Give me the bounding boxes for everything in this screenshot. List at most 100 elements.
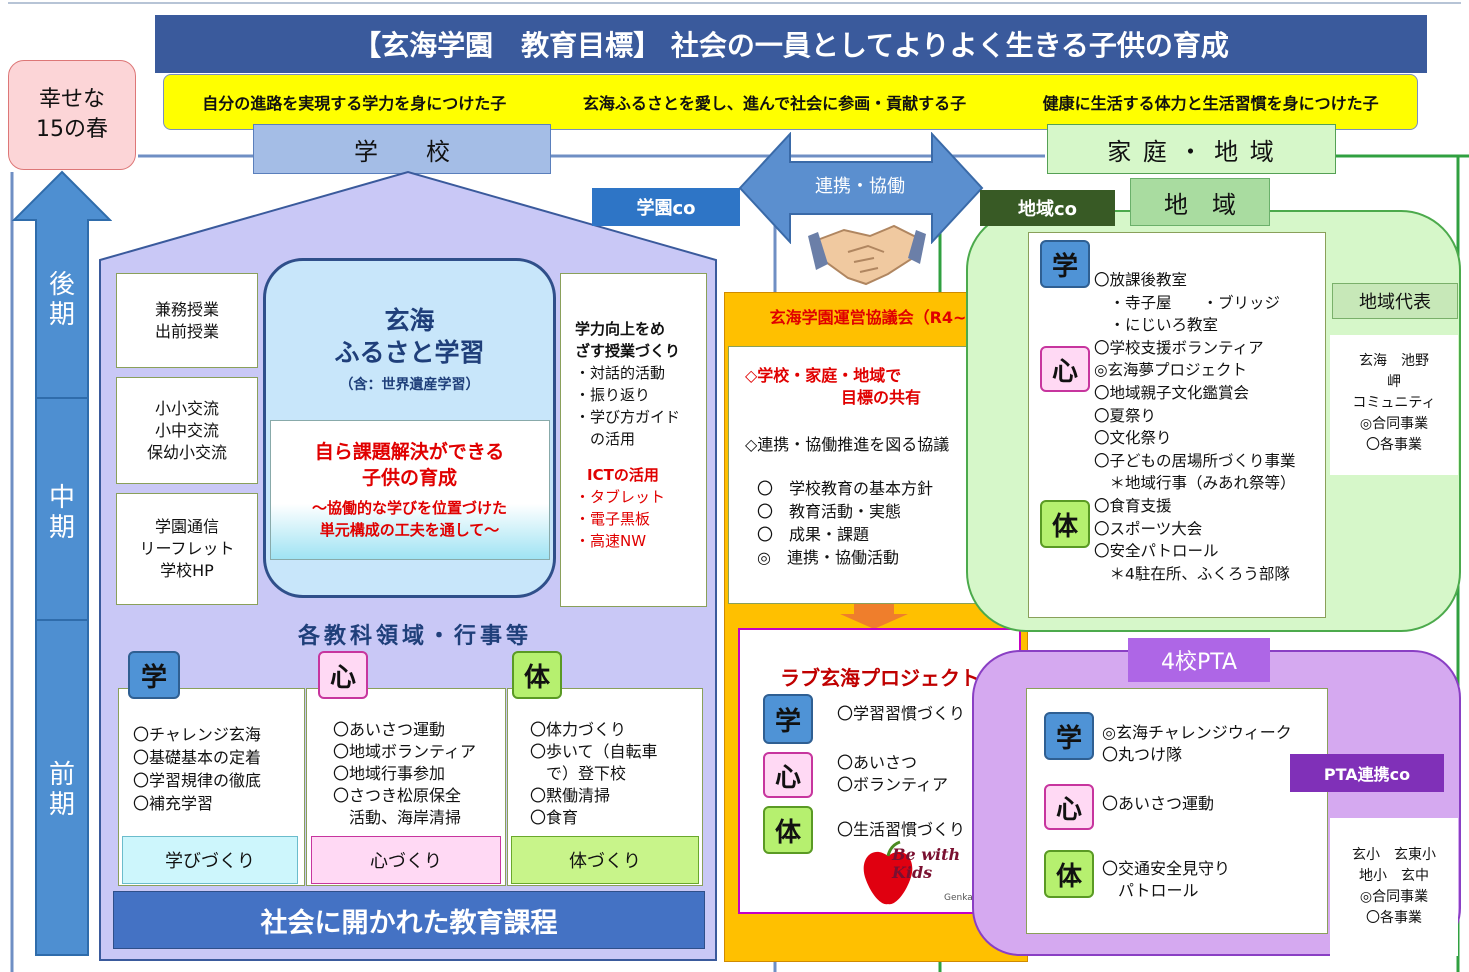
pta-co-label: PTA連携co	[1290, 754, 1444, 792]
love-badge-learn-text: 学	[774, 706, 801, 737]
region-item: 〇夏祭り	[1094, 406, 1157, 425]
gakuen-co-label: 学園co	[592, 188, 740, 226]
furusato-sub: （含：世界遺産学習）	[339, 377, 480, 393]
region-badge-body: 体	[1040, 500, 1090, 548]
pta-badge-learn-text: 学	[1055, 723, 1082, 754]
home-header-label: 家 庭 ・ 地 域	[1107, 137, 1276, 166]
pta-badge-body: 体	[1044, 850, 1094, 898]
banner-title: 【玄海学園 教育目標】 社会の一員としてよりよく生きる子供の育成	[353, 29, 1229, 62]
region-badge-heart: 心	[1040, 346, 1090, 392]
region-item: ・にじいろ教室	[1094, 316, 1219, 335]
region-activities-box: 〇放課後教室 ・寺子屋 ・ブリッジ ・にじいろ教室 〇学校支援ボランティア ◎玄…	[1028, 232, 1326, 618]
council-title: 玄海学園運営協議会（R4~）	[727, 295, 1025, 337]
badge-body: 体	[512, 651, 562, 699]
column-heart-item: 〇地域ボランティア	[333, 742, 477, 761]
academic-box: 学力向上をめ ざす授業づくり ・対話的活動 ・振り返り ・学び方ガイド の活用 …	[560, 273, 707, 607]
column-learn-item: 〇チャレンジ玄海	[133, 725, 261, 744]
academic-title: 学力向上をめ ざす授業づくり	[575, 320, 681, 360]
column-heart-footer: 心づくり	[311, 836, 501, 884]
column-body-item: 〇黙働清掃	[530, 786, 611, 805]
pta-row-heart: 〇あいさつ運動	[1102, 794, 1215, 813]
badge-heart-text: 心	[329, 662, 356, 693]
love-badge-body: 体	[763, 806, 813, 854]
badge-learn-text: 学	[140, 662, 167, 693]
school-box-exchange: 小小交流 小中交流 保幼小交流	[116, 377, 258, 484]
furusato-inner-title: 自ら課題解決ができる 子供の育成	[314, 441, 505, 489]
academic-item: の活用	[575, 430, 636, 448]
column-body-item: 〇体力づくり	[530, 720, 627, 739]
column-learn-footer: 学びづくり	[122, 836, 298, 884]
gakuen-co-text: 学園co	[636, 198, 696, 219]
council-item: 〇 教育活動・実態	[757, 502, 902, 521]
region-item: 〇子どもの居場所づくり事業	[1094, 451, 1296, 470]
chiiki-co-text: 地域co	[1017, 199, 1078, 220]
region-rep-body-text: 玄海 池野 岬 コミュニティ ◎合同事業 〇各事業	[1352, 353, 1436, 453]
council-point1: ◇学校・家庭・地域で 目標の共有	[745, 366, 922, 407]
region-item: ・寺子屋 ・ブリッジ	[1094, 293, 1281, 312]
column-learn-item: 〇補充学習	[133, 794, 214, 813]
school-box-joint-class-text: 兼務授業 出前授業	[154, 299, 219, 341]
academic-item: ・振り返り	[575, 386, 651, 404]
chiiki-tab: 地 域	[1130, 178, 1270, 226]
region-item: 〇学校支援ボランティア	[1094, 338, 1264, 357]
school-box-newsletter: 学園通信 リーフレット 学校HP	[116, 493, 258, 605]
goal-3: 健康に生活する体力と生活習慣を身につけた子	[1042, 94, 1379, 113]
region-item: 〇地域親子文化鑑賞会	[1094, 383, 1250, 402]
love-badge-learn: 学	[763, 694, 813, 744]
column-body-list: 〇体力づくり 〇歩いて（自転車 で）登下校 〇黙働清掃 〇食育	[530, 719, 658, 829]
down-arrow-icon	[840, 604, 908, 629]
love-row-heart: 〇あいさつ 〇ボランティア	[837, 753, 949, 794]
council-item: ◎ 連携・協働活動	[757, 548, 899, 567]
column-body-footer-text: 体づくり	[569, 851, 641, 872]
column-body-item: 〇歩いて（自転車	[530, 742, 658, 761]
school-header: 学 校	[253, 124, 551, 174]
love-badge-body-text: 体	[774, 817, 801, 848]
badge-learn: 学	[128, 651, 180, 699]
stage-mid: 中 期	[48, 483, 75, 543]
academic-list: ・対話的活動 ・振り返り ・学び方ガイド の活用	[575, 362, 706, 450]
region-item: ＊4駐在所、ふくろう部隊	[1094, 564, 1290, 583]
column-heart-item: 〇あいさつ運動	[333, 720, 446, 739]
column-learn-item: 〇学習規律の徹底	[133, 771, 262, 790]
council-title-text: 玄海学園運営協議会（R4~）	[769, 308, 983, 327]
title-banner: 【玄海学園 教育目標】 社会の一員としてよりよく生きる子供の育成	[155, 15, 1427, 73]
handshake-icon	[808, 224, 926, 286]
stage-late: 後 期	[48, 270, 75, 330]
pta-row-learn: ◎玄海チャレンジウィーク 〇丸つけ隊	[1102, 723, 1292, 764]
spring-box: 幸せな 15の春	[8, 60, 136, 170]
ict-item: ・電子黒板	[575, 510, 651, 528]
ict-list: ・タブレット ・電子黒板 ・高速NW	[575, 486, 706, 552]
love-row-body: 〇生活習慣づくり	[837, 820, 966, 839]
column-heart-item: 〇地域行事参加	[333, 764, 446, 783]
stage-early: 前 期	[48, 760, 75, 820]
region-item: 〇スポーツ大会	[1094, 519, 1203, 538]
region-item: 〇安全パトロール	[1094, 542, 1219, 561]
column-learn-footer-text: 学びづくり	[165, 851, 255, 872]
region-rep-body: 玄海 池野 岬 コミュニティ ◎合同事業 〇各事業	[1330, 335, 1458, 475]
spring-text: 幸せな 15の春	[36, 87, 108, 142]
column-heart-item: 〇さつき松原保全	[333, 786, 462, 805]
column-heart-list: 〇あいさつ運動 〇地域ボランティア 〇地域行事参加 〇さつき松原保全 活動、海岸…	[333, 719, 476, 829]
pta-badge-heart: 心	[1044, 784, 1094, 830]
column-body-item: で）登下校	[530, 764, 627, 783]
pta-badge-learn: 学	[1044, 712, 1094, 760]
column-heart-footer-text: 心づくり	[370, 851, 442, 872]
region-badge-learn: 学	[1040, 240, 1090, 288]
school-box-newsletter-text: 学園通信 リーフレット 学校HP	[139, 517, 235, 580]
goal-1: 自分の進路を実現する学力を身につけた子	[202, 94, 507, 113]
council-item: 〇 学校教育の基本方針	[757, 479, 934, 498]
be-with-kids-logo-icon	[863, 840, 913, 905]
region-item: ＊地域行事（みあれ祭等）	[1094, 474, 1296, 493]
column-learn-list: 〇チャレンジ玄海 〇基礎基本の定着 〇学習規律の徹底 〇補充学習	[133, 723, 261, 815]
region-activities-list: 〇放課後教室 ・寺子屋 ・ブリッジ ・にじいろ教室 〇学校支援ボランティア ◎玄…	[1094, 269, 1296, 585]
subjects-heading: 各教科領域・行事等	[200, 618, 630, 650]
chiiki-co-label: 地域co	[980, 190, 1115, 226]
home-header: 家 庭 ・ 地 域	[1047, 124, 1336, 174]
subjects-heading-text: 各教科領域・行事等	[297, 624, 532, 649]
pta-schools: 玄小 玄東小 地小 玄中 ◎合同事業 〇各事業	[1330, 818, 1458, 956]
ict-item: ・タブレット	[575, 488, 666, 506]
badge-heart: 心	[318, 651, 368, 699]
ict-title: ICTの活用	[587, 466, 659, 484]
chiiki-tab-text: 地 域	[1164, 190, 1236, 219]
furusato-inner: 自ら課題解決ができる 子供の育成 ～協働的な学びを位置づけた 単元構成の工夫を通…	[270, 420, 550, 560]
